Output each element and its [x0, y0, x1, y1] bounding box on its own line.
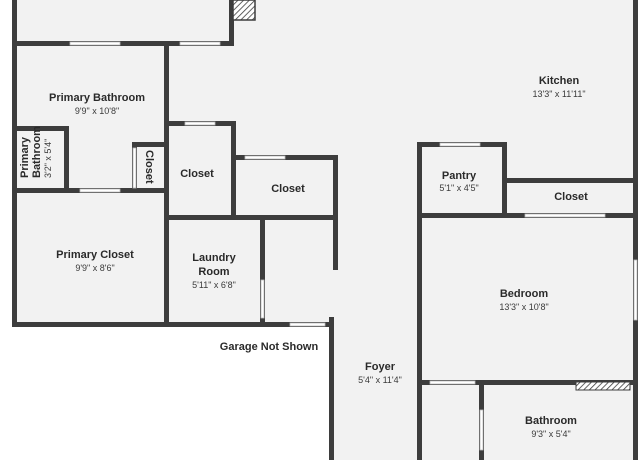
room-kitchen: Kitchen 13'3" x 11'11"	[532, 75, 585, 99]
room-name: Closet	[143, 150, 155, 184]
room-dimensions: 13'3" x 11'11"	[532, 89, 585, 99]
room-primary-closet: Primary Closet 9'9" x 8'6"	[56, 249, 134, 273]
room-name: Pantry	[442, 170, 477, 182]
room-name-line-1: Laundry	[192, 252, 236, 264]
room-name-line-2: Room	[198, 266, 229, 278]
room-name: Bathroom	[525, 415, 577, 427]
room-name: Kitchen	[539, 75, 580, 87]
room-primary-bathroom: Primary Bathroom 9'9" x 10'8"	[49, 92, 145, 116]
room-name: Closet	[180, 168, 214, 180]
room-closet-b: Closet	[180, 168, 214, 180]
room-primary-bathroom-small: Primary Bathroom 3'2" x 5'4"	[19, 126, 53, 178]
room-dimensions: 13'3" x 10'8"	[499, 302, 548, 312]
room-dimensions: 5'11" x 6'8"	[192, 280, 236, 290]
room-name: Primary Closet	[56, 249, 134, 261]
room-bathroom: Bathroom 9'3" x 5'4"	[525, 415, 577, 439]
room-name: Primary Bathroom	[49, 92, 145, 104]
room-laundry-room: Laundry Room 5'11" x 6'8"	[192, 252, 236, 290]
hatch-top	[232, 0, 256, 21]
garage-note: Garage Not Shown	[220, 341, 319, 353]
room-name: Foyer	[365, 361, 396, 373]
room-name: Bedroom	[500, 288, 549, 300]
room-bedroom: Bedroom 13'3" x 10'8"	[499, 288, 548, 312]
room-name-line-1: Primary	[19, 136, 31, 178]
windows	[69, 41, 638, 451]
room-dimensions: 9'9" x 10'8"	[75, 106, 119, 116]
room-dimensions: 9'3" x 5'4"	[531, 429, 570, 439]
room-name-line-2: Bathroom	[31, 126, 43, 178]
room-closet-d: Closet	[554, 191, 588, 203]
room-name: Closet	[554, 191, 588, 203]
hatch-bathroom	[575, 381, 631, 391]
room-foyer: Foyer 5'4" x 11'4"	[358, 361, 402, 385]
room-dimensions: 3'2" x 5'4"	[43, 139, 53, 178]
room-closet-c: Closet	[271, 183, 305, 195]
room-pantry: Pantry 5'1" x 4'5"	[439, 170, 478, 193]
room-closet-a: Closet	[143, 150, 155, 184]
room-dimensions: 9'9" x 8'6"	[75, 263, 114, 273]
room-dimensions: 5'1" x 4'5"	[439, 183, 478, 193]
room-dimensions: 5'4" x 11'4"	[358, 375, 402, 385]
room-name: Closet	[271, 183, 305, 195]
